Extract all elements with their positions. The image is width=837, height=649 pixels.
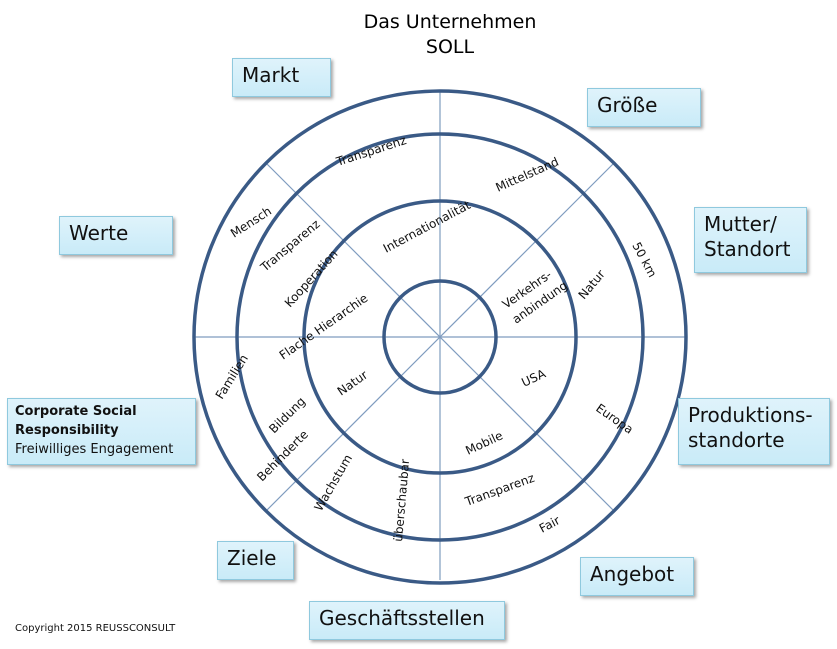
label-transparenz-outer: Transparenz [334,133,408,169]
label-mensch: Mensch [228,204,274,241]
category-groesse: Größe [587,88,701,127]
label-transparenz-low: Transparenz [462,471,536,509]
diagram-title: Das Unternehmen SOLL [340,10,560,60]
ring-outer [192,89,688,585]
label-wachstum: Wachstum [311,452,355,513]
category-mutter-standort: Mutter/ Standort [694,207,807,273]
ring-core [382,279,498,395]
label-fair: Fair [537,513,563,535]
category-werte-label: Werte [69,221,129,245]
label-usa: USA [519,366,548,390]
category-groesse-label: Größe [597,93,658,117]
spokes [195,90,686,580]
label-natur-left: Natur [335,368,371,399]
category-mutter-standort-line1: Mutter/ [704,212,777,236]
category-produktionsstandorte: Produktions- standorte [678,398,830,465]
copyright-notice: Copyright 2015 REUSSCONSULT [15,623,176,634]
label-ueberschaubar: überschaubar [391,458,412,542]
title-line-2: SOLL [425,36,475,58]
rings [192,89,688,585]
category-angebot: Angebot [580,557,694,596]
category-angebot-label: Angebot [590,562,675,586]
category-werte: Werte [59,216,173,255]
label-mittelstand: Mittelstand [494,155,561,195]
category-geschaeftsstellen-label: Geschäftsstellen [319,606,485,630]
category-produktion-line2: standorte [688,428,785,452]
label-natur-right: Natur [576,267,608,302]
category-markt: Markt [232,58,331,97]
ring-middle [235,132,645,542]
category-ziele-label: Ziele [227,546,277,570]
label-kooperation: Kooperation [282,247,341,310]
category-csr: Corporate Social Responsibility Freiwill… [7,398,196,465]
category-mutter-standort-line2: Standort [704,237,791,261]
title-line-1: Das Unternehmen [363,11,537,33]
ring-labels: Transparenz Mittelstand Mensch Transpare… [213,133,660,542]
category-produktion-line1: Produktions- [688,403,813,427]
label-mobile: Mobile [463,428,505,457]
category-geschaeftsstellen: Geschäftsstellen [309,601,505,640]
category-ziele: Ziele [217,541,294,580]
category-markt-label: Markt [242,63,300,87]
ring-inner [302,199,578,475]
category-csr-line2: Responsibility [15,423,119,438]
spoke-diagonal-ne-sw [266,163,614,511]
category-csr-line1: Corporate Social [15,404,137,419]
label-internationalitaet: Internationalität [381,198,473,256]
category-csr-line3: Freiwilliges Engagement [15,442,174,457]
